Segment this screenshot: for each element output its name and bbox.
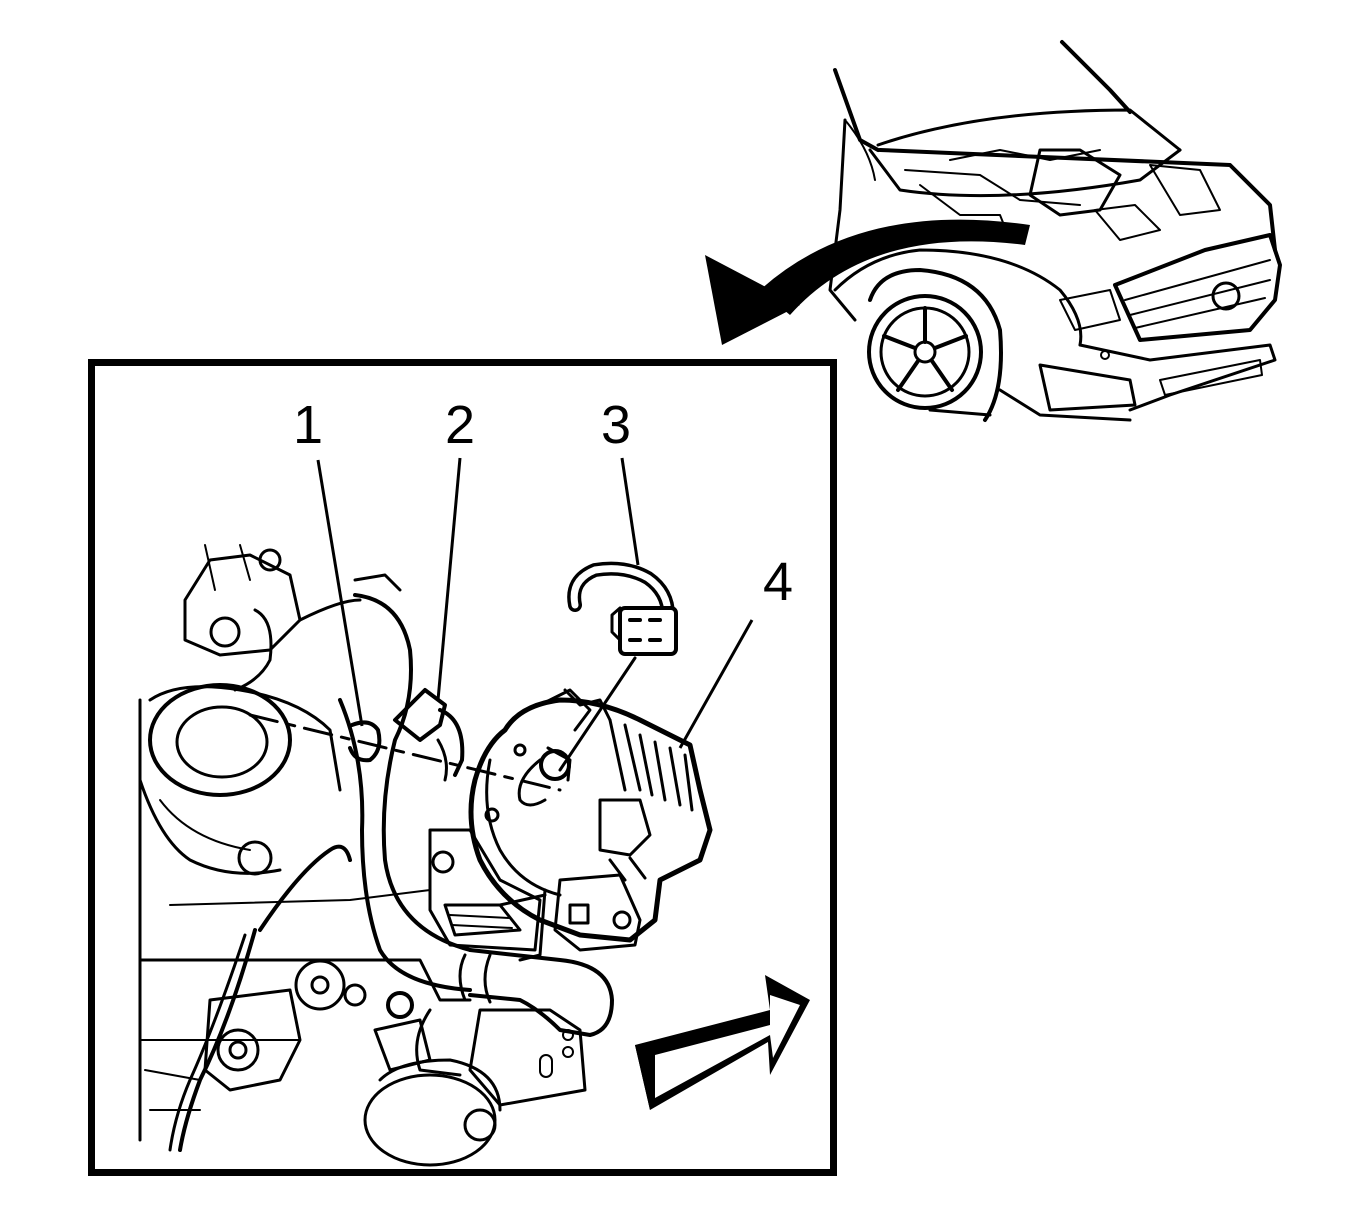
callout-1: 1 (293, 395, 364, 727)
callout-2: 2 (436, 395, 475, 701)
callout-3: 3 (601, 395, 640, 566)
detail-view-frame (88, 359, 837, 1176)
harness-connector (558, 561, 678, 772)
forward-direction-arrow-icon (635, 975, 810, 1110)
engine-assembly (138, 544, 614, 1167)
callout-label-1: 1 (293, 395, 323, 455)
generator (468, 688, 713, 962)
callout-label-4: 4 (763, 552, 793, 612)
callout-4: 4 (678, 552, 793, 749)
callout-label-3: 3 (601, 395, 631, 455)
vehicle-front-view-icon (828, 40, 1282, 422)
curved-arrow-icon (705, 219, 1030, 345)
callout-label-2: 2 (445, 395, 475, 455)
